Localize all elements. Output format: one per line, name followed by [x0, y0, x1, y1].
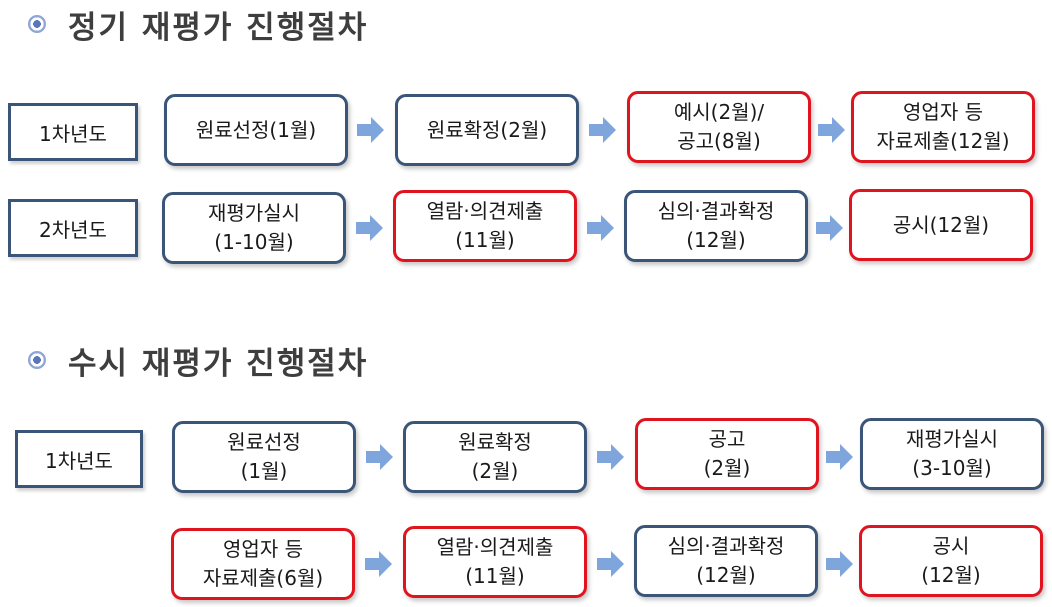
step-box: 영업자 등 자료제출(6월): [171, 528, 355, 600]
year-label-3: 1차년도: [15, 430, 143, 488]
bullet-icon: [28, 351, 46, 369]
arrow-right-icon: [597, 444, 624, 470]
step-box: 재평가실시 (3-10월): [860, 418, 1044, 490]
step-box: 예시(2월)/ 공고(8월): [627, 91, 811, 163]
section-title-text: 수시 재평가 진행절차: [68, 345, 369, 382]
arrow-right-icon: [589, 117, 616, 143]
year-label-2: 2차년도: [8, 199, 138, 257]
step-box: 재평가실시 (1-10월): [162, 192, 346, 264]
step-box: 심의·결과확정 (12월): [624, 190, 808, 262]
step-box: 공시 (12월): [859, 525, 1043, 597]
step-box: 열람·의견제출 (11월): [393, 190, 577, 262]
arrow-right-icon: [365, 551, 392, 577]
step-box: 원료확정 (2월): [403, 421, 587, 493]
arrow-right-icon: [366, 444, 393, 470]
step-box: 원료선정 (1월): [172, 421, 356, 493]
arrow-right-icon: [818, 117, 845, 143]
step-box: 원료확정(2월): [395, 94, 579, 166]
step-box: 공시(12월): [849, 189, 1033, 261]
step-box: 심의·결과확정 (12월): [634, 525, 818, 597]
step-box: 열람·의견제출 (11월): [403, 526, 587, 598]
step-box: 공고 (2월): [635, 418, 819, 490]
bullet-icon: [28, 15, 46, 33]
arrow-right-icon: [816, 215, 843, 241]
step-box: 원료선정(1월): [164, 94, 348, 166]
section-title-adhoc: 수시 재평가 진행절차: [28, 340, 369, 382]
arrow-right-icon: [826, 551, 853, 577]
section-title-text: 정기 재평가 진행절차: [68, 9, 369, 46]
year-label-1: 1차년도: [8, 103, 138, 161]
arrow-right-icon: [356, 215, 383, 241]
section-title-regular: 정기 재평가 진행절차: [28, 4, 369, 46]
arrow-right-icon: [826, 444, 853, 470]
arrow-right-icon: [357, 117, 384, 143]
arrow-right-icon: [587, 215, 614, 241]
arrow-right-icon: [597, 551, 624, 577]
step-box: 영업자 등 자료제출(12월): [851, 91, 1035, 163]
